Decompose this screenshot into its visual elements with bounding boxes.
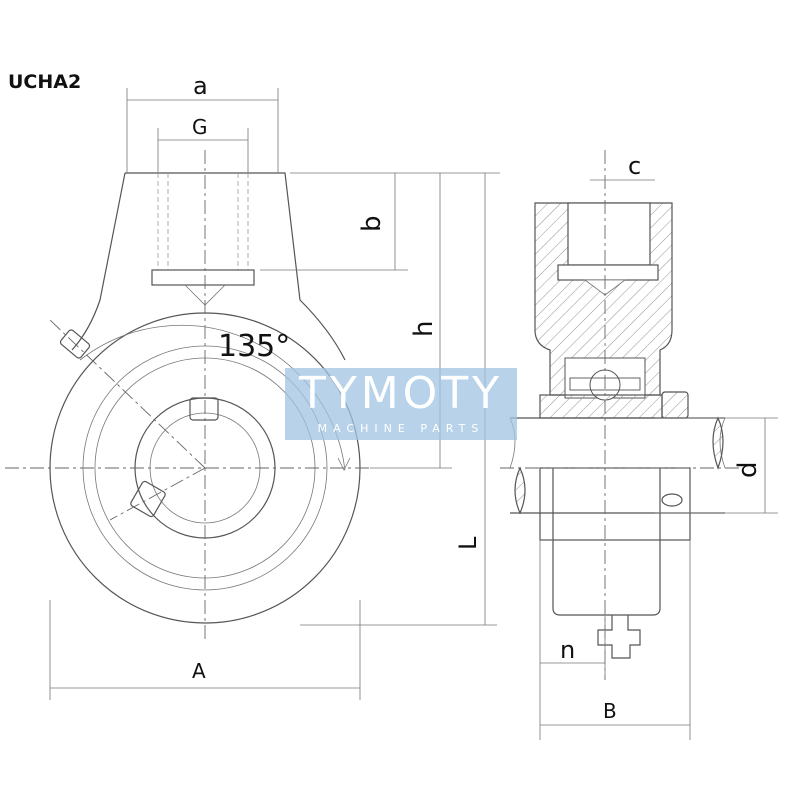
dim-h-label: h <box>409 321 439 337</box>
dimension-lines <box>49 88 500 700</box>
dim-c-label: c <box>628 152 641 180</box>
model-label: UCHA2 <box>8 71 81 93</box>
dim-A-label: A <box>192 659 206 683</box>
dim-d-label: d <box>733 461 763 478</box>
watermark-brand: TYMOTY <box>298 368 504 419</box>
watermark-logo: TYMOTY MACHINE PARTS <box>285 368 517 440</box>
dim-B-label: B <box>603 699 617 723</box>
dim-a-label: a <box>193 72 208 100</box>
dim-L-label: L <box>454 536 482 550</box>
front-view <box>5 150 370 640</box>
side-section-view <box>500 150 778 740</box>
dim-n-label: n <box>560 636 575 664</box>
watermark-tagline: MACHINE PARTS <box>317 422 485 435</box>
angle-label: 135° <box>218 329 290 364</box>
dim-b-label: b <box>357 215 387 232</box>
dim-G-label: G <box>192 115 208 139</box>
